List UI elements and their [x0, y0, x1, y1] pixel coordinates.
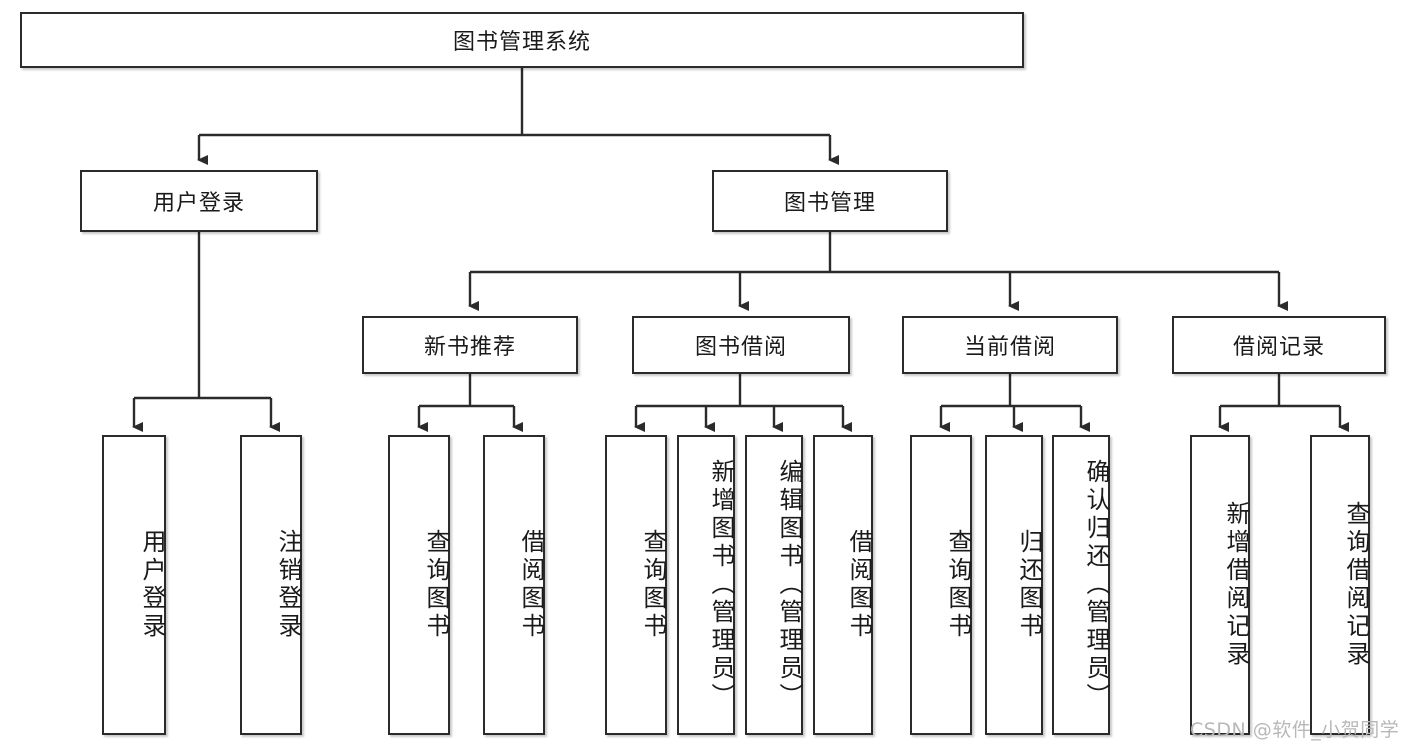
- node-leaf-query-book-cur[interactable]: 查询图书: [910, 435, 972, 735]
- node-book-manage[interactable]: 图书管理: [712, 170, 948, 232]
- csdn-watermark: CSDN @软件_小贺同学: [1190, 719, 1400, 741]
- node-root[interactable]: 图书管理系统: [20, 12, 1024, 68]
- node-leaf-logout-label: 注销登录: [274, 529, 302, 641]
- node-leaf-return-book[interactable]: 归还图书: [985, 435, 1043, 735]
- node-leaf-user-login-label: 用户登录: [138, 529, 166, 641]
- node-leaf-query-book-cur-label: 查询图书: [944, 529, 972, 641]
- node-new-book-rec[interactable]: 新书推荐: [362, 316, 578, 374]
- node-current-borrow[interactable]: 当前借阅: [902, 316, 1118, 374]
- node-leaf-add-record-label: 新增借阅记录: [1222, 501, 1250, 669]
- node-leaf-logout[interactable]: 注销登录: [240, 435, 302, 735]
- node-leaf-add-record[interactable]: 新增借阅记录: [1190, 435, 1250, 735]
- node-leaf-query-book-rec-label: 查询图书: [422, 529, 450, 641]
- node-leaf-return-book-label: 归还图书: [1015, 529, 1043, 641]
- node-borrow-record[interactable]: 借阅记录: [1172, 316, 1386, 374]
- node-leaf-add-book-label: 新增图书（管理员）: [707, 459, 735, 711]
- node-leaf-borrow-book-rec[interactable]: 借阅图书: [483, 435, 545, 735]
- node-leaf-add-book[interactable]: 新增图书（管理员）: [677, 435, 735, 735]
- node-new-book-rec-label: 新书推荐: [423, 335, 516, 360]
- node-leaf-user-login[interactable]: 用户登录: [102, 435, 166, 735]
- node-leaf-borrow-book-label: 借阅图书: [845, 529, 873, 641]
- node-leaf-query-record[interactable]: 查询借阅记录: [1310, 435, 1370, 735]
- node-leaf-query-book-borrow[interactable]: 查询图书: [605, 435, 667, 735]
- node-leaf-edit-book-label: 编辑图书（管理员）: [775, 459, 803, 711]
- node-leaf-query-record-label: 查询借阅记录: [1342, 501, 1370, 669]
- node-current-borrow-label: 当前借阅: [963, 335, 1056, 360]
- node-leaf-query-book-rec[interactable]: 查询图书: [388, 435, 450, 735]
- node-book-manage-label: 图书管理: [783, 191, 876, 216]
- node-leaf-edit-book[interactable]: 编辑图书（管理员）: [745, 435, 803, 735]
- node-leaf-query-book-borrow-label: 查询图书: [639, 529, 667, 641]
- node-root-label: 图书管理系统: [452, 30, 591, 55]
- node-user-login-label: 用户登录: [152, 191, 245, 216]
- node-leaf-borrow-book-rec-label: 借阅图书: [517, 529, 545, 641]
- node-leaf-borrow-book[interactable]: 借阅图书: [813, 435, 873, 735]
- node-leaf-confirm-return-label: 确认归还（管理员）: [1082, 459, 1110, 711]
- node-borrow-record-label: 借阅记录: [1232, 335, 1325, 360]
- node-user-login[interactable]: 用户登录: [80, 170, 318, 232]
- node-book-borrow[interactable]: 图书借阅: [632, 316, 850, 374]
- node-book-borrow-label: 图书借阅: [694, 335, 787, 360]
- node-leaf-confirm-return[interactable]: 确认归还（管理员）: [1052, 435, 1110, 735]
